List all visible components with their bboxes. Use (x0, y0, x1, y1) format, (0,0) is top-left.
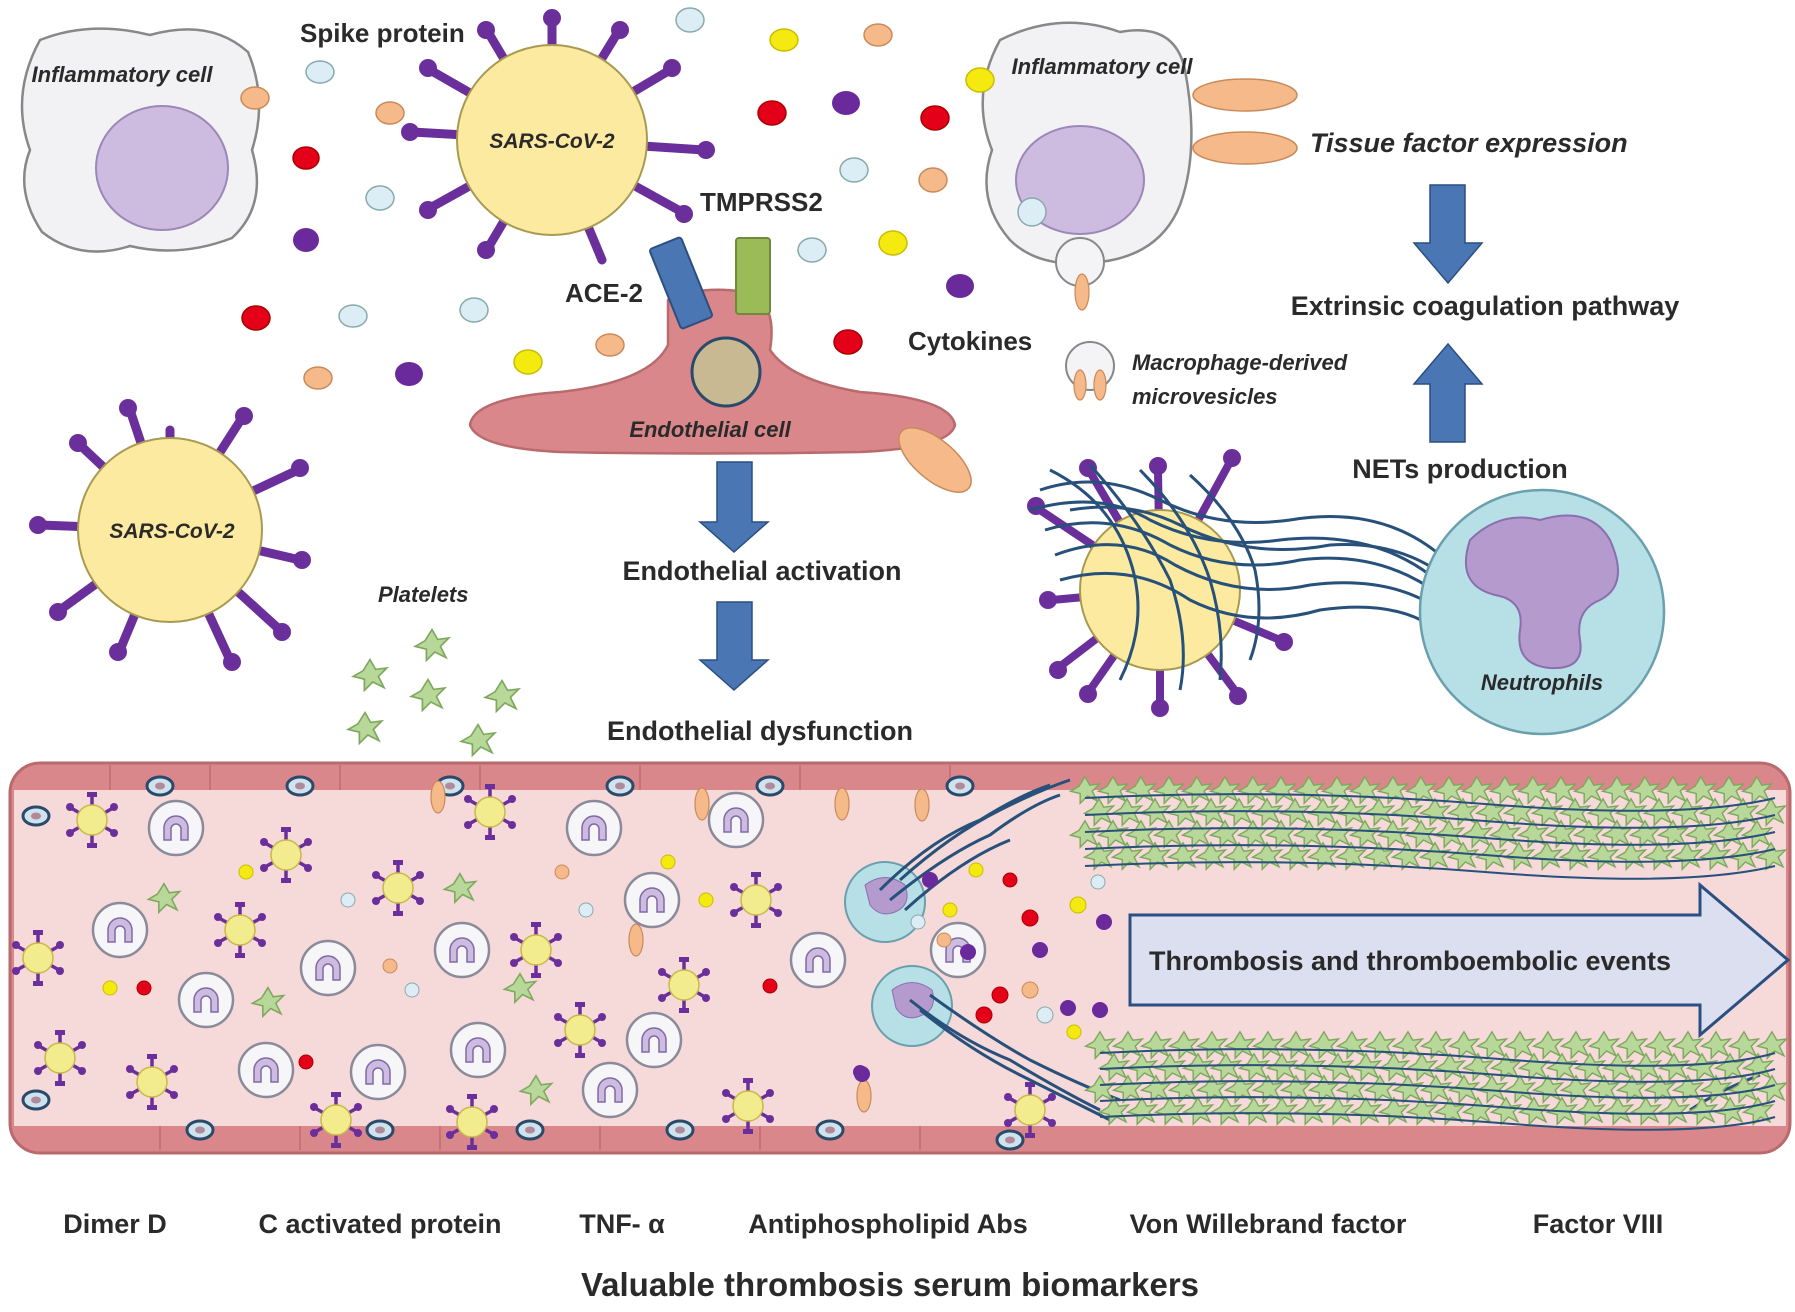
extrinsic-pathway-label: Extrinsic coagulation pathway (1291, 291, 1680, 321)
thrombus-net-strand (1084, 861, 1776, 880)
nets-production-label: NETs production (1352, 454, 1568, 484)
biomarker-dimer-d: Dimer D (63, 1209, 167, 1239)
thrombus-net-strand (1099, 1080, 1776, 1099)
sars-cov-2-virus-netted (1027, 449, 1502, 717)
inflammatory-cell-left: Inflammatory cell (20, 27, 261, 253)
cytokine-dots (240, 7, 995, 390)
platelets-label: Platelets (378, 582, 469, 607)
endothelial-dysfunction-label: Endothelial dysfunction (607, 716, 913, 746)
cytokines-label: Cytokines (908, 326, 1032, 356)
endothelial-cell: Endothelial cell (468, 288, 972, 493)
inflammatory-cell-right-label: Inflammatory cell (1012, 54, 1194, 79)
thrombus-bottom (1084, 1031, 1788, 1131)
thrombus-net-strand (1084, 844, 1776, 863)
thrombus-net-strand (1084, 810, 1776, 829)
ace2-receptor (649, 236, 713, 330)
thrombus-net-strand (1084, 793, 1776, 812)
tmprss2-label: TMPRSS2 (700, 187, 823, 217)
arrow-to-dysfunction (698, 601, 770, 692)
biomarker-c-activated-protein: C activated protein (258, 1209, 501, 1239)
thrombus-net-strand (1099, 1048, 1776, 1067)
endothelial-activation-label: Endothelial activation (622, 556, 901, 586)
thrombus-net-strand (1099, 1112, 1776, 1131)
thrombus-net-strand (1099, 1064, 1776, 1083)
sars-top-label: SARS-CoV-2 (489, 130, 615, 153)
macrophage-microvesicle (1065, 341, 1115, 401)
ace2-label: ACE-2 (565, 278, 643, 308)
thrombus-net-strand (1099, 1096, 1776, 1115)
neutrophil: Neutrophils (1418, 488, 1666, 736)
thrombosis-arrow-label: Thrombosis and thromboembolic events (1149, 946, 1671, 976)
sars-cov-2-virus-left: SARS-CoV-2 (29, 399, 311, 671)
tissue-factor-label: Tissue factor expression (1310, 128, 1628, 158)
footer-title: Valuable thrombosis serum biomarkers (581, 1266, 1199, 1303)
sars-cov-2-virus-top: SARS-CoV-2 (401, 9, 715, 265)
inflammatory-cell-right: Inflammatory cell (981, 21, 1298, 311)
biomarker-labels: Dimer D C activated protein TNF- α Antip… (63, 1209, 1663, 1239)
spike-protein-label: Spike protein (300, 18, 465, 48)
endothelial-cell-label: Endothelial cell (629, 417, 791, 442)
arrow-to-activation (698, 461, 770, 554)
arrow-tf-to-pathway (1412, 184, 1484, 285)
inflammatory-cell-left-label: Inflammatory cell (32, 62, 214, 87)
tmprss2-receptor (735, 237, 771, 315)
arrow-nets-to-pathway (1412, 342, 1484, 443)
sars-left-label: SARS-CoV-2 (109, 520, 235, 543)
thrombosis-arrow: Thrombosis and thromboembolic events (1128, 881, 1791, 1039)
platelets (347, 628, 520, 757)
biomarker-von-willebrand-factor: Von Willebrand factor (1130, 1209, 1407, 1239)
vessel-neutrophils (844, 861, 953, 1047)
microvesicles-label-line2: microvesicles (1132, 384, 1278, 409)
biomarker-tnf-alpha: TNF- α (579, 1209, 665, 1239)
thrombus-net-strand (1084, 827, 1776, 846)
neutrophils-label: Neutrophils (1481, 670, 1603, 695)
vessel-nets (878, 778, 1761, 1122)
thrombus-top (1069, 776, 1787, 880)
biomarker-factor-viii: Factor VIII (1533, 1209, 1664, 1239)
microvesicles-label-line1: Macrophage-derived (1132, 350, 1348, 375)
biomarker-antiphospholipid-abs: Antiphospholipid Abs (748, 1209, 1027, 1239)
vessel-cytokine-cluster (854, 862, 1112, 1082)
